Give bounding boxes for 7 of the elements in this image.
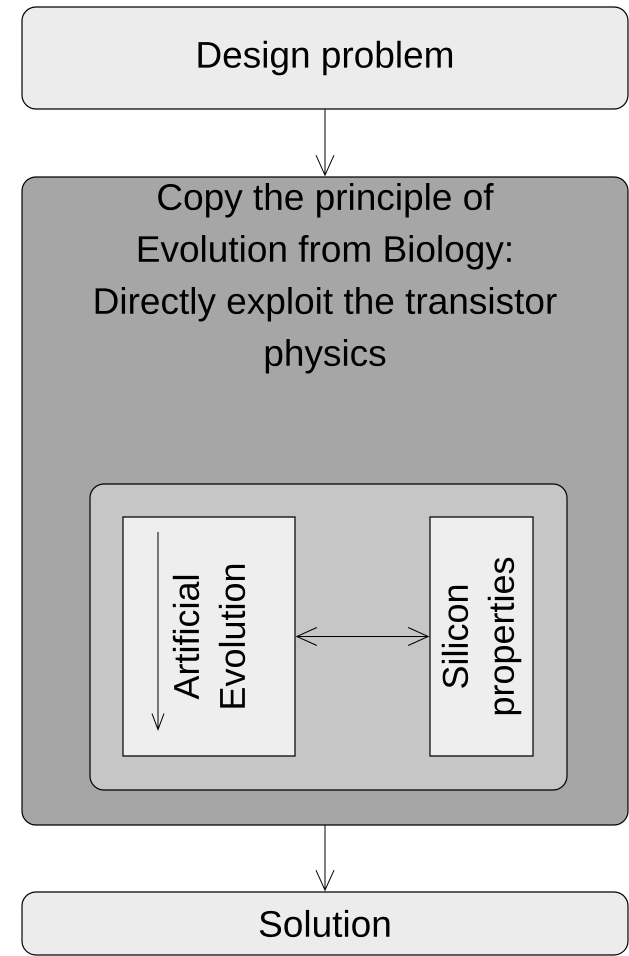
- arrow: [296, 627, 430, 646]
- process-box: Solution: [21, 891, 629, 956]
- process-box: Artificial Evolution: [122, 516, 296, 757]
- process-box: Silicon properties: [429, 516, 534, 757]
- process-box: Design problem: [21, 6, 629, 110]
- arrow: [316, 825, 334, 892]
- arrow: [316, 109, 334, 176]
